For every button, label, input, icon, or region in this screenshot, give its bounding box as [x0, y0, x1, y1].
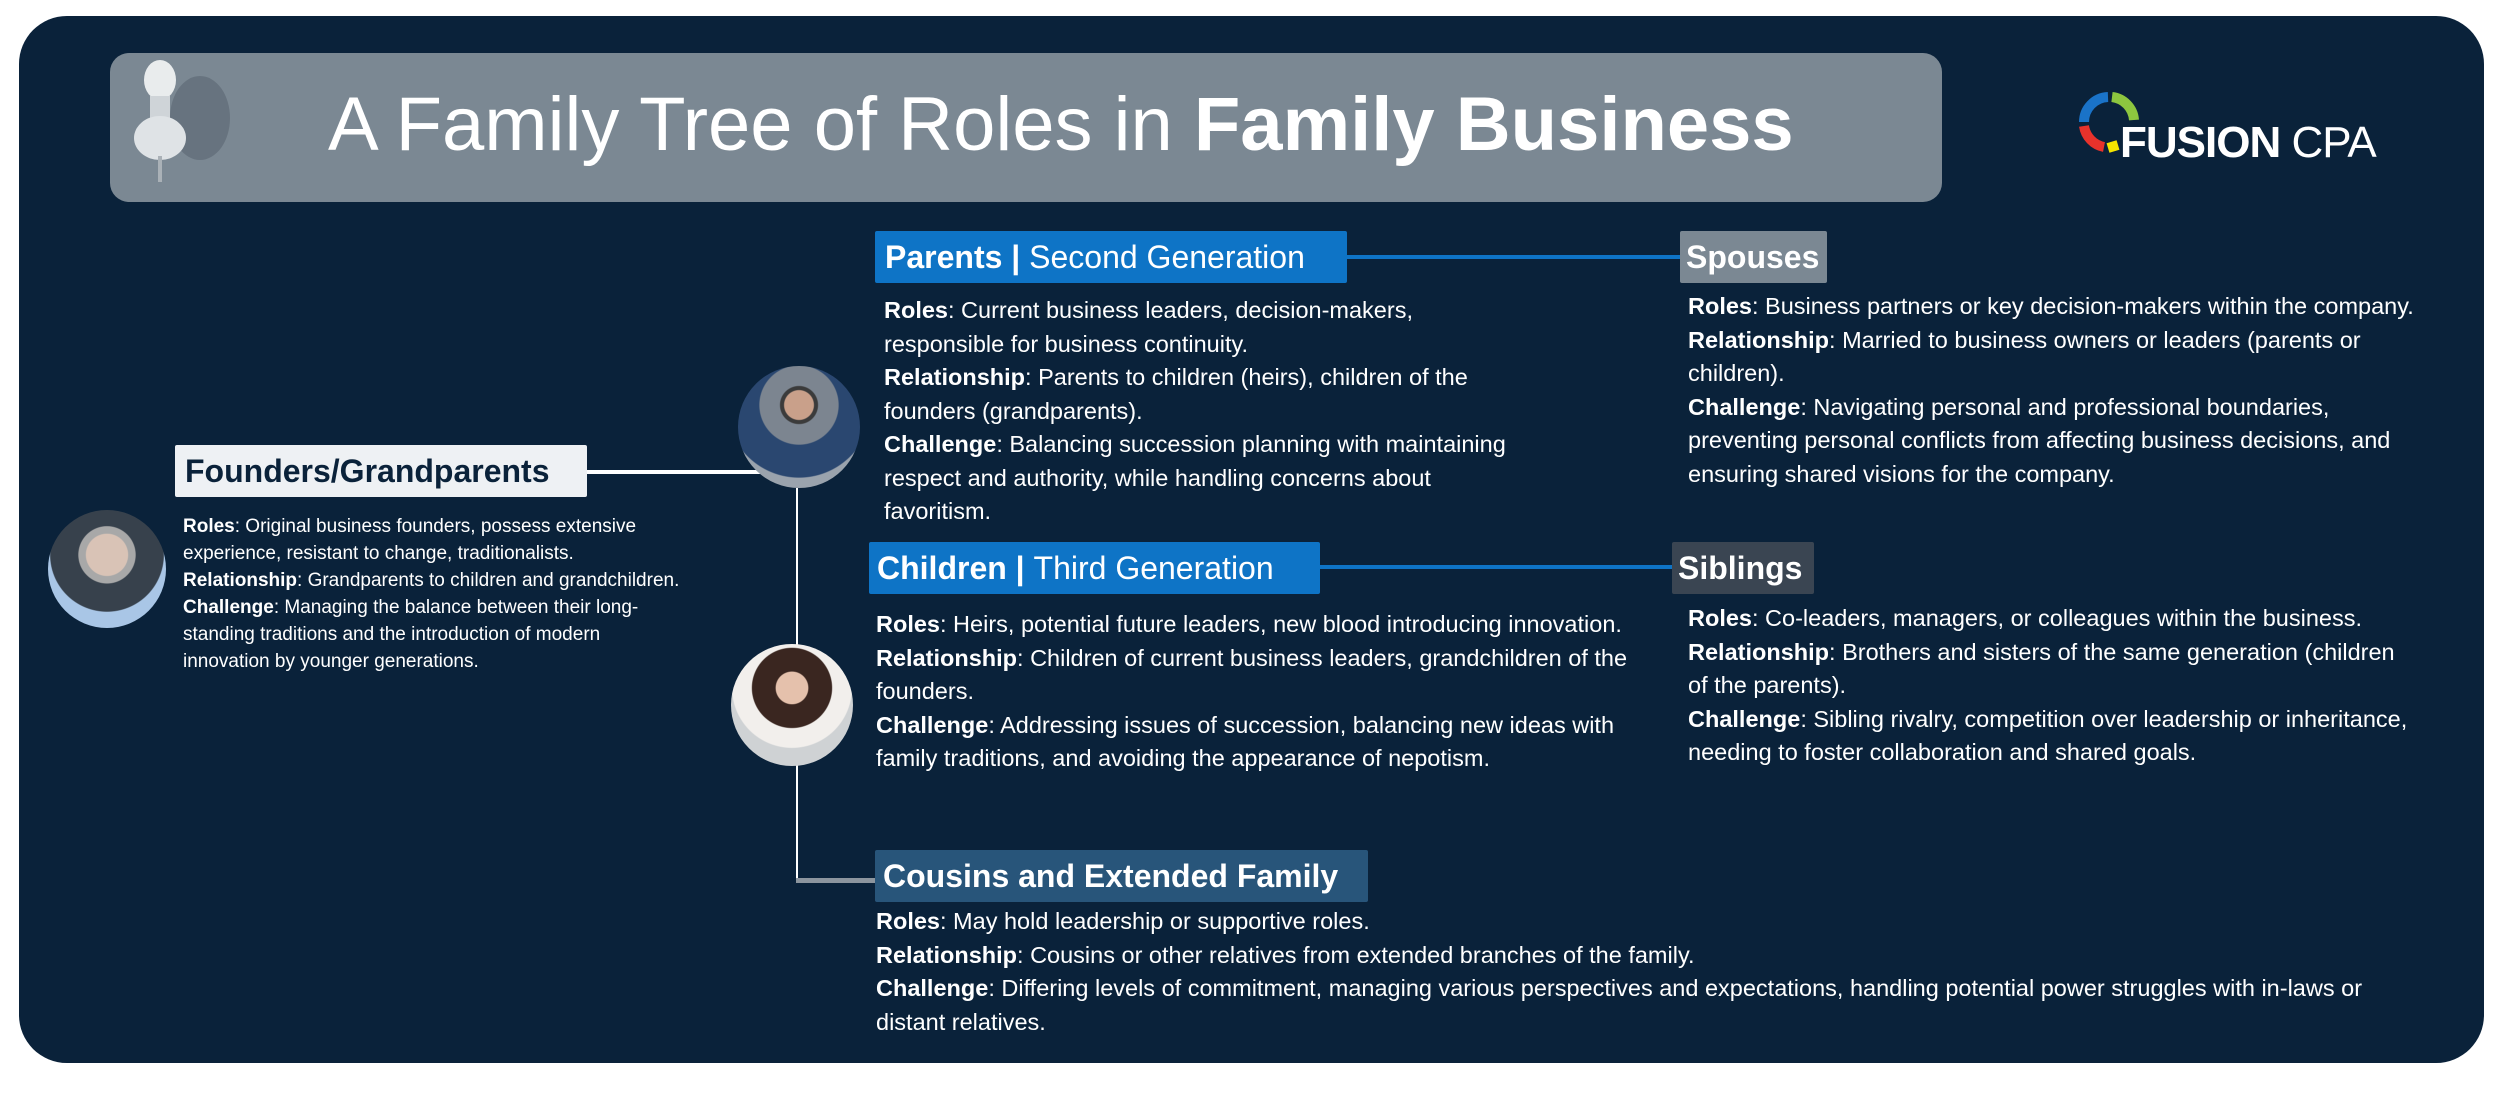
cousins-description: Roles: May hold leadership or supportive… — [876, 905, 2386, 1039]
value: : Business partners or key decision-make… — [1752, 293, 2414, 319]
label: Challenge — [876, 975, 989, 1001]
connector-cousins — [796, 878, 876, 883]
logo-text: FUSION CPA — [2120, 118, 2377, 168]
title-bold: Family Business — [1193, 82, 1794, 167]
parents-title-bold: Parents — [885, 239, 1003, 275]
siblings-roles: Roles: Co-leaders, managers, or colleagu… — [1688, 602, 2408, 636]
value: : Married to business owners or leaders … — [1688, 326, 2361, 387]
cousins-title: Cousins and Extended Family — [883, 858, 1339, 894]
parents-header: Parents | Second Generation — [875, 231, 1347, 283]
label: Roles — [1688, 605, 1752, 631]
cousins-header: Cousins and Extended Family — [875, 850, 1368, 902]
spouses-relationship: Relationship: Married to business owners… — [1688, 324, 2438, 391]
founders-description: Roles: Original business founders, posse… — [183, 513, 683, 675]
parents-relationship: Relationship: Parents to children (heirs… — [884, 361, 1524, 428]
children-challenge: Challenge: Addressing issues of successi… — [876, 709, 1656, 776]
label: Challenge — [876, 711, 989, 738]
label: Challenge — [1688, 705, 1801, 732]
founders-roles: Roles: Original business founders, posse… — [183, 513, 683, 567]
parents-challenge: Challenge: Balancing succession planning… — [884, 428, 1524, 529]
spouses-description: Roles: Business partners or key decision… — [1688, 290, 2438, 491]
value: : Parents to children (heirs), children … — [884, 364, 1468, 424]
label: Challenge — [884, 431, 997, 457]
children-title-bold: Children — [877, 550, 1007, 586]
connector-founders-parents — [587, 470, 799, 474]
label: Roles — [183, 516, 235, 537]
title-regular: A Family Tree of Roles in — [328, 82, 1194, 167]
value: : Managing the balance between their lon… — [183, 597, 639, 672]
label: Relationship — [876, 941, 1018, 968]
spouses-title: Spouses — [1686, 239, 1820, 275]
pushpin-icon — [134, 60, 230, 182]
parents-roles: Roles: Current business leaders, decisio… — [884, 294, 1524, 361]
label: Roles — [1688, 293, 1752, 319]
separator: | — [1006, 550, 1034, 586]
founders-header: Founders/Grandparents — [175, 445, 587, 497]
value: : Sibling rivalry, competition over lead… — [1688, 705, 2408, 766]
value: : Differing levels of commitment, managi… — [876, 975, 2363, 1035]
siblings-challenge: Challenge: Sibling rivalry, competition … — [1688, 703, 2408, 770]
children-roles: Roles: Heirs, potential future leaders, … — [876, 608, 1656, 642]
spouses-header: Spouses — [1680, 231, 1827, 283]
fusion-cpa-logo-icon — [2078, 92, 2139, 153]
value: : Original business founders, possess ex… — [183, 516, 637, 564]
value: : May hold leadership or supportive role… — [940, 908, 1370, 934]
value: : Addressing issues of succession, balan… — [876, 711, 1615, 772]
value: : Co-leaders, managers, or colleagues wi… — [1752, 605, 2363, 631]
value: : Grandparents to children and grandchil… — [297, 570, 680, 591]
spouses-roles: Roles: Business partners or key decision… — [1688, 290, 2438, 324]
spouses-challenge: Challenge: Navigating personal and profe… — [1688, 391, 2438, 492]
parents-title-regular: Second Generation — [1029, 239, 1305, 275]
founders-challenge: Challenge: Managing the balance between … — [183, 594, 683, 675]
parent-avatar — [738, 366, 860, 488]
value: : Children of current business leaders, … — [876, 644, 1628, 705]
children-description: Roles: Heirs, potential future leaders, … — [876, 608, 1656, 776]
label: Roles — [876, 908, 940, 934]
siblings-header: Siblings — [1672, 542, 1814, 594]
value: : Cousins or other relatives from extend… — [1017, 941, 1695, 968]
children-title-regular: Third Generation — [1033, 550, 1274, 586]
connector-children-siblings — [1320, 565, 1672, 569]
label: Relationship — [876, 644, 1018, 671]
founders-title: Founders/Grandparents — [185, 453, 550, 489]
logo-cpa: CPA — [2291, 118, 2376, 167]
children-relationship: Relationship: Children of current busine… — [876, 642, 1656, 709]
siblings-relationship: Relationship: Brothers and sisters of th… — [1688, 636, 2408, 703]
siblings-description: Roles: Co-leaders, managers, or colleagu… — [1688, 602, 2408, 770]
cousins-challenge: Challenge: Differing levels of commitmen… — [876, 972, 2386, 1039]
connector-parents-spouses — [1347, 255, 1680, 259]
children-header: Children | Third Generation — [869, 542, 1320, 594]
value: : Balancing succession planning with mai… — [884, 431, 1506, 524]
value: : Brothers and sisters of the same gener… — [1688, 638, 2395, 699]
parents-description: Roles: Current business leaders, decisio… — [884, 294, 1524, 529]
label: Relationship — [183, 570, 298, 591]
label: Roles — [876, 611, 940, 637]
label: Challenge — [1688, 393, 1801, 420]
cousins-roles: Roles: May hold leadership or supportive… — [876, 905, 2386, 939]
child-avatar — [731, 644, 853, 766]
label: Relationship — [1688, 638, 1830, 665]
siblings-title: Siblings — [1678, 550, 1803, 586]
logo-fusion: FUSION — [2120, 118, 2281, 167]
value: : Current business leaders, decision-mak… — [884, 297, 1413, 357]
founder-avatar — [48, 510, 166, 628]
label: Challenge — [183, 597, 274, 618]
value: : Heirs, potential future leaders, new b… — [940, 611, 1622, 637]
value: : Navigating personal and professional b… — [1688, 393, 2391, 487]
title-bar — [110, 53, 1942, 202]
separator: | — [1002, 239, 1030, 275]
label: Relationship — [884, 364, 1026, 390]
label: Relationship — [1688, 326, 1830, 353]
page-title: A Family Tree of Roles in Family Busines… — [328, 75, 1794, 175]
label: Roles — [884, 297, 948, 323]
founders-relationship: Relationship: Grandparents to children a… — [183, 567, 683, 594]
cousins-relationship: Relationship: Cousins or other relatives… — [876, 939, 2386, 973]
